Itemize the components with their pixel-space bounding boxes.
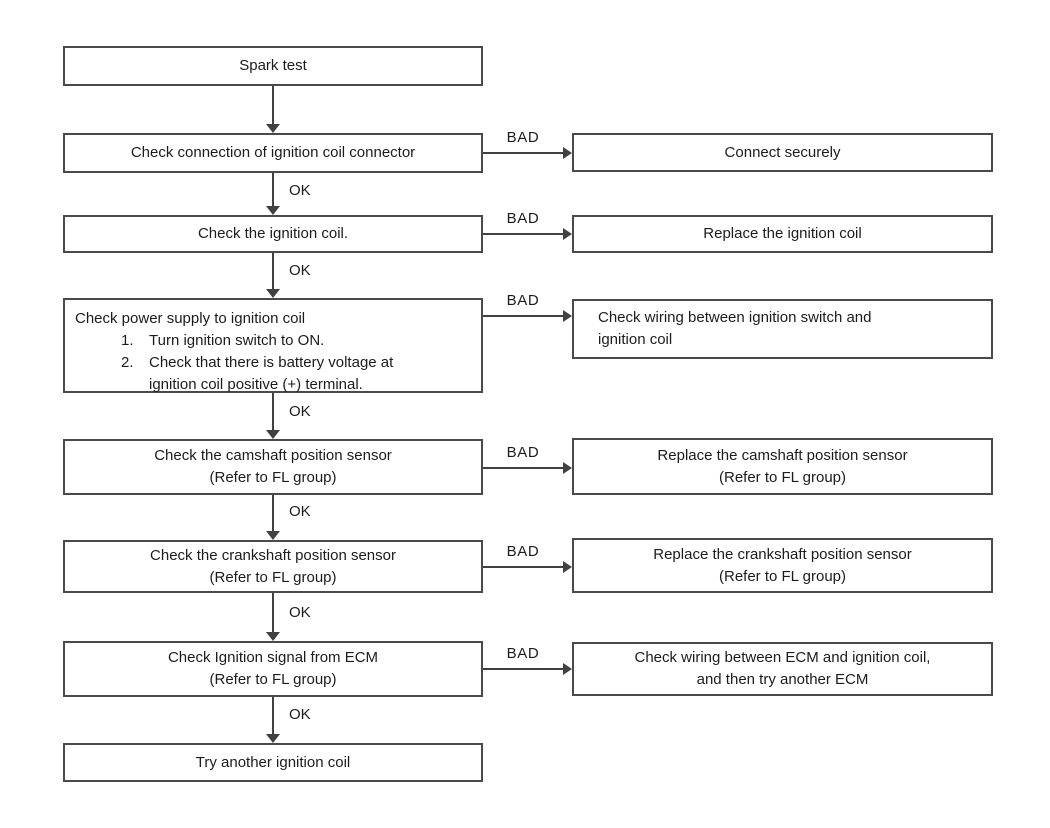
step-label: Check power supply to ignition coil xyxy=(75,310,306,327)
connector-line xyxy=(272,495,274,531)
bad-label: BAD xyxy=(506,210,540,227)
ok-label: OK xyxy=(289,403,311,420)
connector-line xyxy=(483,233,563,235)
action-replace-ignition-coil: Replace the ignition coil xyxy=(572,215,993,253)
list-item-text-line1: Check that there is battery voltage at xyxy=(149,354,394,371)
down-arrow-icon xyxy=(266,289,280,298)
action-sublabel: (Refer to FL group) xyxy=(719,468,846,486)
step-try-another-coil: Try another ignition coil xyxy=(63,743,483,782)
ok-label: OK xyxy=(289,604,311,621)
connector-line xyxy=(272,393,274,430)
right-arrow-icon xyxy=(563,561,572,573)
ok-label: OK xyxy=(289,503,311,520)
step-label: Check the camshaft position sensor xyxy=(154,447,392,464)
ok-label: OK xyxy=(289,262,311,279)
down-arrow-icon xyxy=(266,632,280,641)
step-label: Check connection of ignition coil connec… xyxy=(130,144,416,161)
action-check-wiring-ecm: Check wiring between ECM and ignition co… xyxy=(572,642,993,696)
right-arrow-icon xyxy=(563,310,572,322)
down-arrow-icon xyxy=(266,206,280,215)
bad-label: BAD xyxy=(506,645,540,662)
connector-line xyxy=(483,668,563,670)
connector-line xyxy=(272,593,274,632)
down-arrow-icon xyxy=(266,430,280,439)
step-sublabel: (Refer to FL group) xyxy=(209,671,337,688)
connector-line xyxy=(483,467,563,469)
step-check-ignition-coil: Check the ignition coil. xyxy=(63,215,483,253)
action-label: Check wiring between ignition switch and xyxy=(598,309,872,326)
action-replace-crankshaft-sensor: Replace the crankshaft position sensor (… xyxy=(572,538,993,593)
connector-line xyxy=(272,253,274,289)
list-item-text: Check that there is battery voltage at i… xyxy=(149,352,393,396)
action-label: Replace the camshaft position sensor xyxy=(657,446,908,464)
action-sublabel: ignition coil xyxy=(598,331,673,348)
down-arrow-icon xyxy=(266,124,280,133)
list-item-text-line2: ignition coil positive (+) terminal. xyxy=(149,376,363,393)
step-check-camshaft-sensor: Check the camshaft position sensor (Refe… xyxy=(63,439,483,495)
step-check-crankshaft-sensor: Check the crankshaft position sensor (Re… xyxy=(63,540,483,593)
ok-label: OK xyxy=(289,182,311,199)
step-list-item-2: 2. Check that there is battery voltage a… xyxy=(121,352,473,396)
right-arrow-icon xyxy=(563,663,572,675)
right-arrow-icon xyxy=(563,147,572,159)
right-arrow-icon xyxy=(563,228,572,240)
action-label: Replace the ignition coil xyxy=(703,225,862,242)
step-label: Check Ignition signal from ECM xyxy=(167,649,379,666)
connector-line xyxy=(483,152,563,154)
step-check-connection: Check connection of ignition coil connec… xyxy=(63,133,483,173)
step-check-power-supply: Check power supply to ignition coil 1. T… xyxy=(63,298,483,393)
bad-label: BAD xyxy=(506,543,540,560)
action-check-wiring-switch: Check wiring between ignition switch and… xyxy=(572,299,993,359)
ok-label: OK xyxy=(289,706,311,723)
step-sublabel: (Refer to FL group) xyxy=(209,568,337,586)
action-sublabel: (Refer to FL group) xyxy=(719,567,846,585)
bad-label: BAD xyxy=(506,129,540,146)
action-label: Connect securely xyxy=(724,143,841,161)
down-arrow-icon xyxy=(266,734,280,743)
step-label: Check the crankshaft position sensor xyxy=(150,546,396,564)
list-item-number: 1. xyxy=(121,332,134,349)
bad-label: BAD xyxy=(506,292,540,309)
down-arrow-icon xyxy=(266,531,280,540)
connector-line xyxy=(483,315,563,317)
step-label: Try another ignition coil xyxy=(195,753,351,771)
list-item-text: Turn ignition switch to ON. xyxy=(149,332,325,349)
bad-label: BAD xyxy=(506,444,540,461)
action-label: Replace the crankshaft position sensor xyxy=(653,545,912,563)
connector-line xyxy=(272,173,274,206)
step-sublabel: (Refer to FL group) xyxy=(209,469,337,486)
action-replace-camshaft-sensor: Replace the camshaft position sensor (Re… xyxy=(572,438,993,495)
step-check-ignition-signal: Check Ignition signal from ECM (Refer to… xyxy=(63,641,483,697)
connector-line xyxy=(272,697,274,734)
connector-line xyxy=(483,566,563,568)
step-spark-test: Spark test xyxy=(63,46,483,86)
connector-line xyxy=(272,86,274,124)
action-connect-securely: Connect securely xyxy=(572,133,993,172)
list-item-number: 2. xyxy=(121,354,134,371)
action-label: Check wiring between ECM and ignition co… xyxy=(634,649,931,666)
action-sublabel: and then try another ECM xyxy=(696,671,869,688)
step-list-item-1: 1. Turn ignition switch to ON. xyxy=(121,330,473,352)
step-label: Check the ignition coil. xyxy=(197,225,349,242)
step-label: Spark test xyxy=(239,57,307,74)
right-arrow-icon xyxy=(563,462,572,474)
